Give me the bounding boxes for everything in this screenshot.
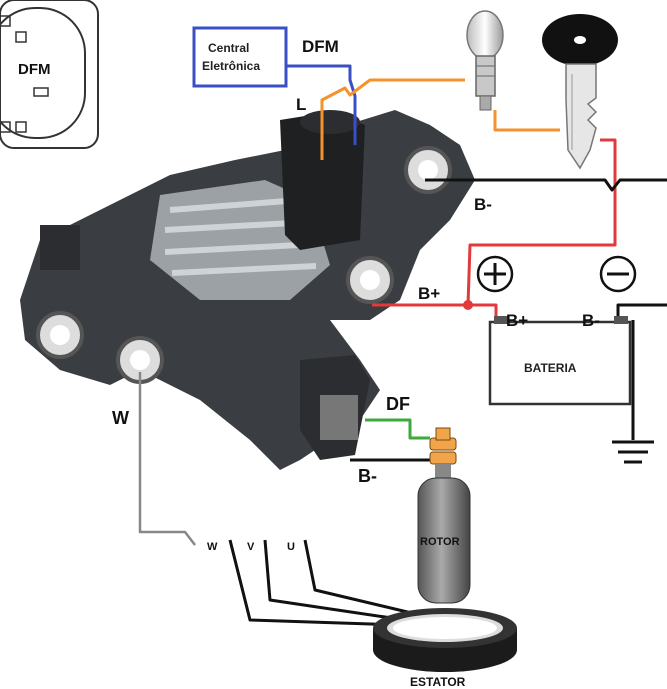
stator-v-label: V [247,541,255,553]
central-label-line1: Central [208,41,249,55]
battery-b-minus-label: B- [582,311,600,330]
battery-b-plus-label: B+ [506,311,528,330]
dfm-wire-label: DFM [302,37,339,56]
ground-symbol [612,440,654,464]
stator: ESTATOR [373,608,517,689]
l-wire-label: L [296,95,306,114]
voltage-regulator [20,110,475,470]
wires [138,64,667,627]
b-minus-top-label: B- [474,195,492,214]
central-label-line2: Eletrônica [202,59,260,73]
central-eletronica-box: Central Eletrônica [192,26,288,88]
ignition-key-icon [542,14,618,170]
b-minus-rotor-label: B- [358,466,377,486]
connector-dfm-label: DFM [18,61,51,78]
dfm-connector: DFM [0,0,99,149]
stator-w-label: W [207,541,218,553]
rotor-label: ROTOR [420,536,460,548]
df-wire-label: DF [386,394,410,414]
b-plus-wire-label: B+ [418,284,440,303]
battery: BATERIA [476,255,637,406]
rotor: ROTOR [417,427,471,604]
w-terminal-label: W [112,408,129,428]
stator-label: ESTATOR [410,675,466,689]
battery-label: BATERIA [524,361,577,375]
indicator-lamp-icon [466,10,504,111]
stator-u-label: U [287,541,295,553]
